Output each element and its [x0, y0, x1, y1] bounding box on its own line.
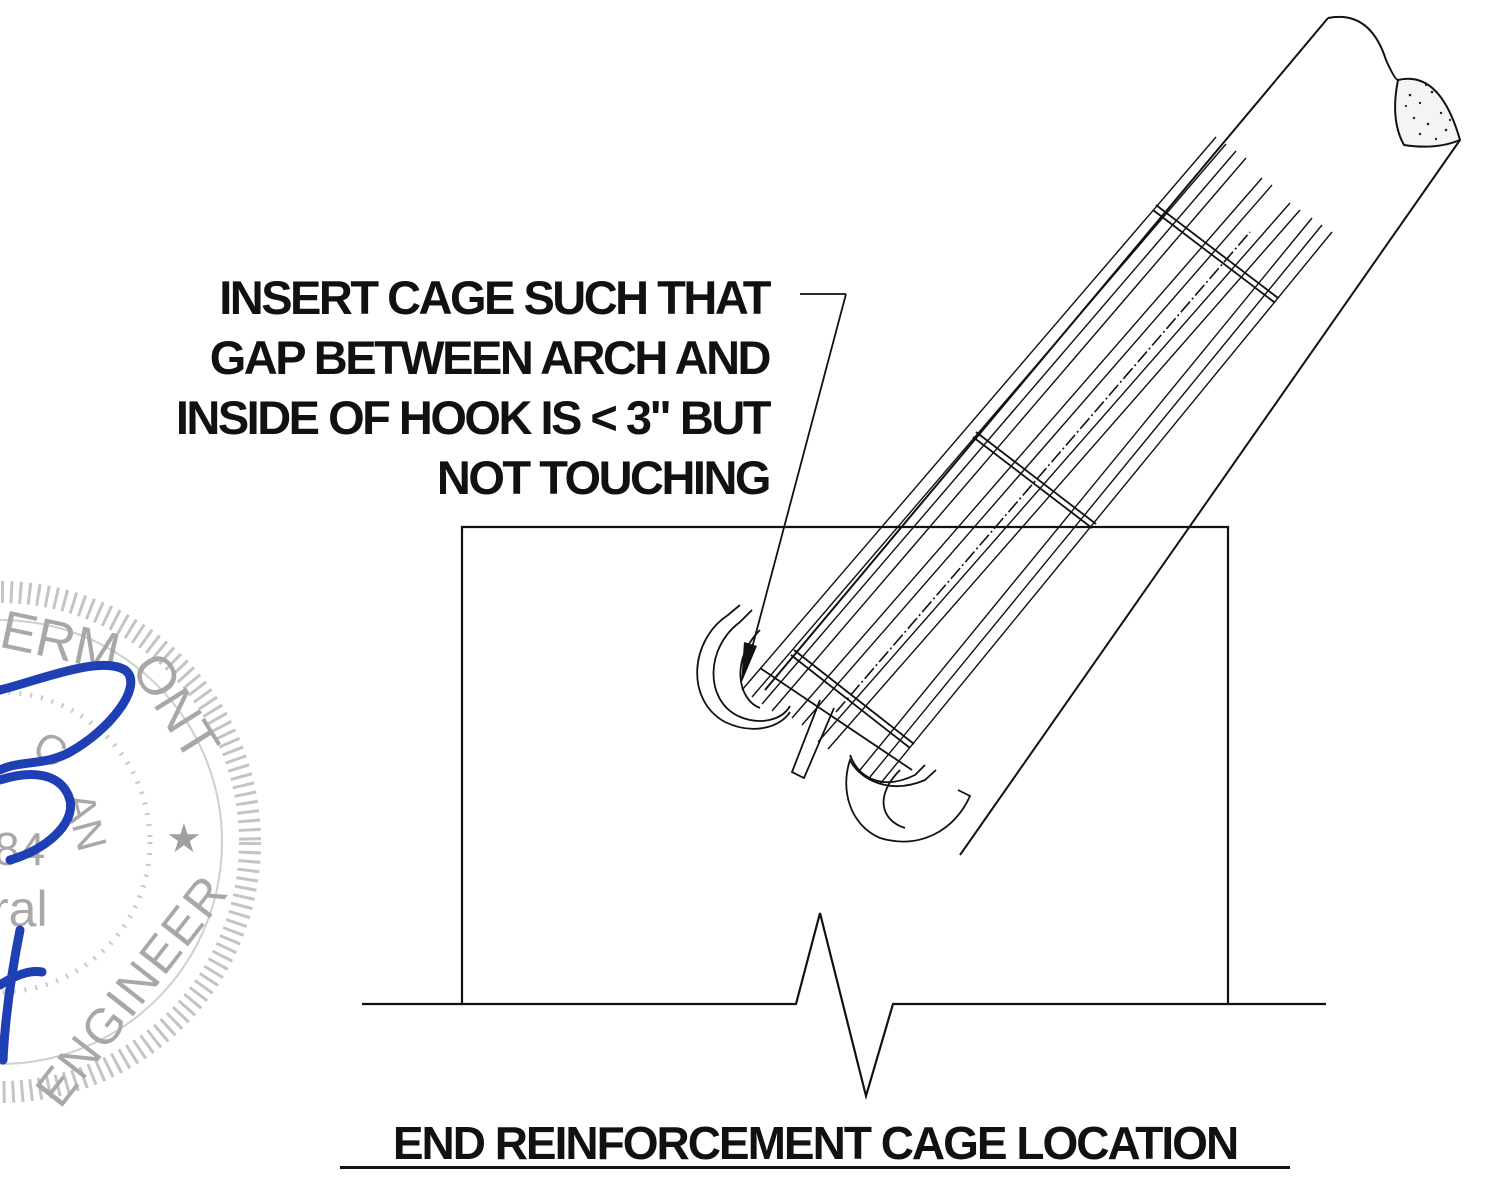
end-hooks — [696, 604, 972, 843]
signature — [0, 660, 136, 1065]
callout-line-2: GAP BETWEEN ARCH AND — [209, 331, 772, 384]
seal-star-icon: ★ — [166, 816, 202, 862]
footing-outline — [362, 525, 1326, 1101]
callout-note: INSERT CAGE SUCH THAT GAP BETWEEN ARCH A… — [49, 268, 772, 508]
shaft-pipe — [764, 15, 1462, 856]
cage-center-bar — [835, 231, 1251, 713]
shaft-concrete-stipple — [1404, 83, 1452, 141]
seal-text-2: ONT — [120, 642, 231, 770]
callout-arrowhead — [741, 642, 757, 684]
callout-line-1: INSERT CAGE SUCH THAT — [219, 271, 771, 324]
title-underline — [340, 1166, 1290, 1169]
cage-ties — [790, 204, 1279, 749]
callout-line-3: INSIDE OF HOOK IS < 3" BUT — [175, 391, 772, 444]
callout-line-4: NOT TOUCHING — [436, 451, 772, 504]
callout-leader — [751, 293, 847, 649]
detail-title: END REINFORCEMENT CAGE LOCATION — [392, 1117, 1239, 1169]
cage-longitudinal-bars — [741, 136, 1333, 785]
